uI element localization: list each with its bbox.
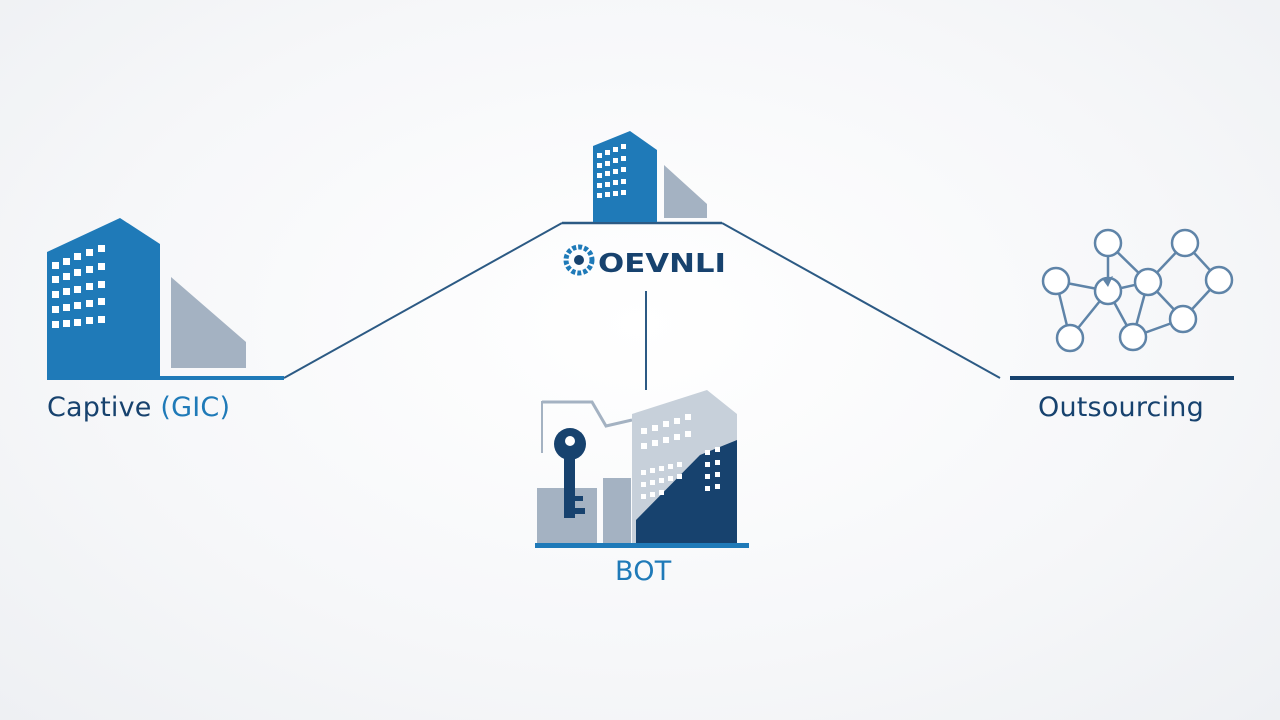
captive-label-accent: (GIC) bbox=[160, 392, 231, 423]
bot-label: BOT bbox=[615, 556, 672, 587]
peak-logo-text: OEVNLI bbox=[598, 249, 726, 279]
left-slope-line bbox=[283, 222, 563, 379]
peak-building-icon bbox=[593, 131, 707, 222]
globe-icon bbox=[563, 244, 595, 276]
right-slope-line bbox=[721, 222, 1001, 379]
key-and-building-icon bbox=[535, 390, 749, 548]
captive-gic-label: Captive (GIC) bbox=[47, 392, 230, 424]
connector-lines bbox=[47, 221, 1234, 390]
network-icon bbox=[1041, 228, 1234, 353]
outsourcing-label: Outsourcing bbox=[1038, 392, 1204, 423]
captive-label-main: Captive bbox=[47, 392, 161, 423]
office-building-icon bbox=[47, 218, 246, 376]
